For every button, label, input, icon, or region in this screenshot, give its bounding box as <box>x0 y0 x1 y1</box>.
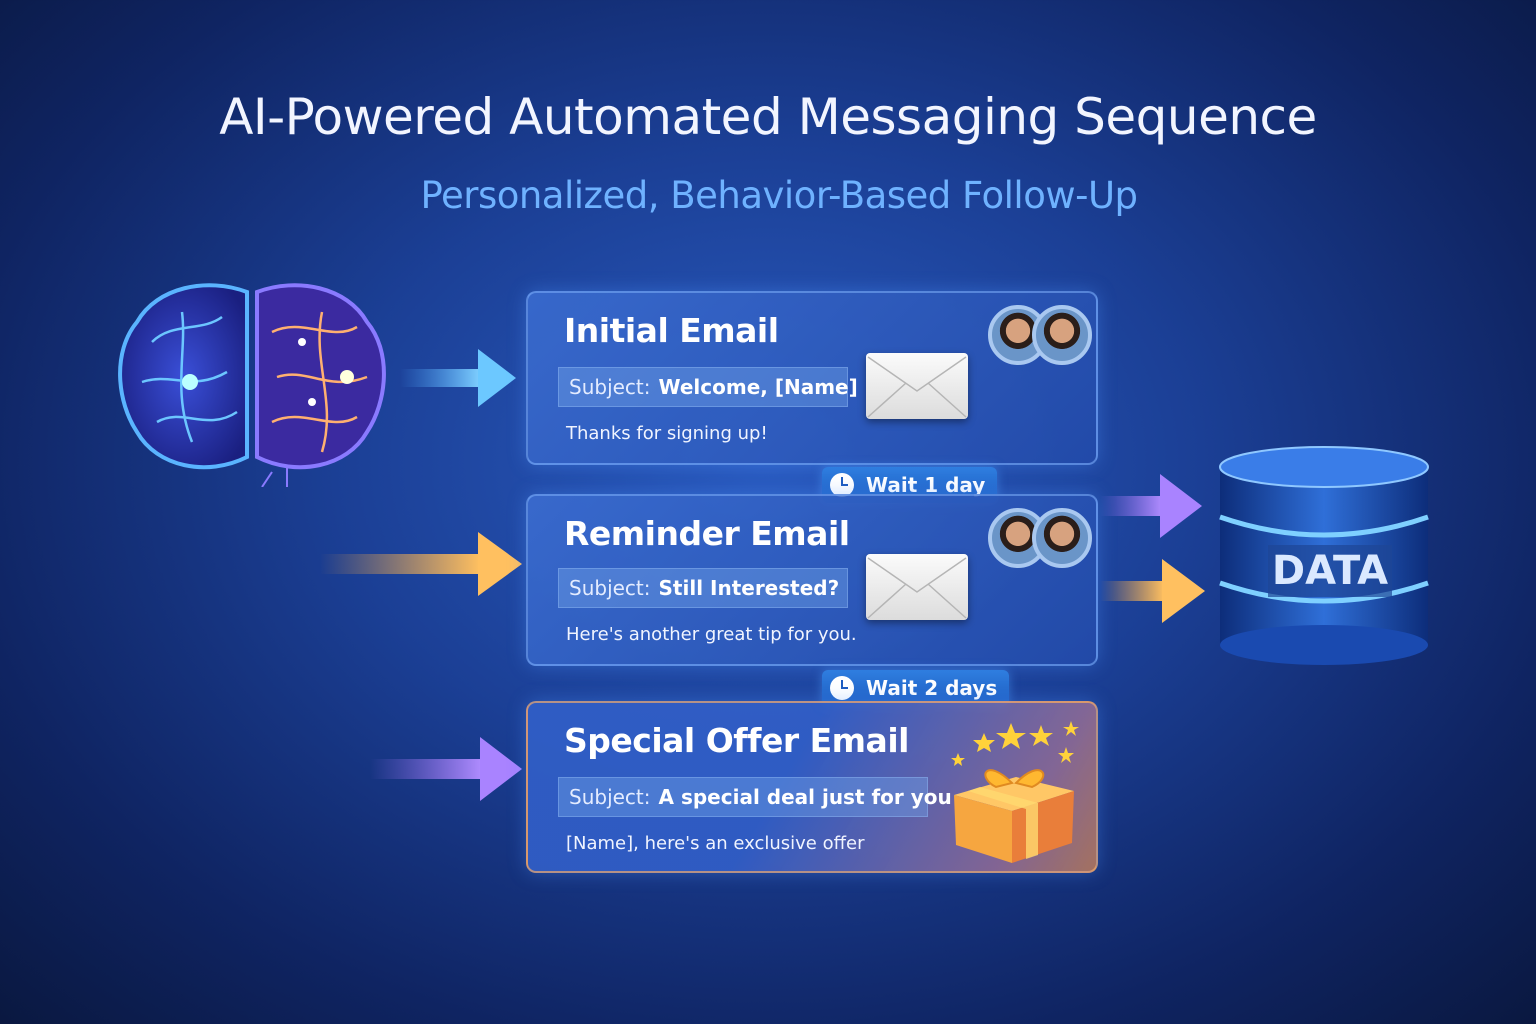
step-title: Special Offer Email <box>564 721 909 760</box>
subject-label: Subject: <box>569 576 651 600</box>
step-title: Reminder Email <box>564 514 850 553</box>
step-title: Initial Email <box>564 311 779 350</box>
subject-label: Subject: <box>569 375 651 399</box>
avatar <box>1032 305 1092 365</box>
arrow-to-offer-email <box>370 737 522 801</box>
email-step-reminder[interactable]: Reminder Email Subject: Still Interested?… <box>526 494 1098 666</box>
recipient-avatars <box>988 508 1094 570</box>
page-subtitle: Personalized, Behavior-Based Follow-Up <box>420 174 1138 217</box>
clock-icon <box>830 676 854 700</box>
subject-label: Subject: <box>569 785 651 809</box>
subject-value: Still Interested? <box>658 576 840 600</box>
ai-brain-icon <box>118 283 386 487</box>
database-label: DATA <box>1268 545 1392 597</box>
subject-line: Subject: A special deal just for you <box>558 777 952 817</box>
subject-value: Welcome, [Name] <box>658 375 858 399</box>
gift-icon <box>951 721 1079 863</box>
email-body: [Name], here's an exclusive offer <box>566 833 865 854</box>
subject-line: Subject: Welcome, [Name] <box>558 367 858 407</box>
envelope-icon <box>866 554 968 620</box>
arrow-to-initial-email <box>400 349 516 407</box>
subject-value: A special deal just for you <box>658 785 952 809</box>
arrow-to-database-purple <box>1100 474 1202 538</box>
clock-icon <box>830 473 854 497</box>
wait-badge: Wait 2 days <box>822 670 1010 706</box>
email-body: Here's another great tip for you. <box>566 624 857 645</box>
subject-line: Subject: Still Interested? <box>558 568 848 608</box>
envelope-icon <box>866 353 968 419</box>
email-step-special-offer[interactable]: Special Offer Email Subject: A special de… <box>526 701 1098 873</box>
avatar <box>1032 508 1092 568</box>
arrow-to-database-orange <box>1100 559 1205 623</box>
email-body: Thanks for signing up! <box>566 423 768 444</box>
database-icon <box>1219 446 1429 665</box>
page-title: AI-Powered Automated Messaging Sequence <box>219 88 1317 146</box>
arrow-to-reminder-email <box>320 532 522 596</box>
email-step-initial[interactable]: Initial Email Subject: Welcome, [Name] Th… <box>526 291 1098 465</box>
wait-label: Wait 1 day <box>866 473 986 497</box>
wait-label: Wait 2 days <box>866 676 998 700</box>
recipient-avatars <box>988 305 1094 367</box>
